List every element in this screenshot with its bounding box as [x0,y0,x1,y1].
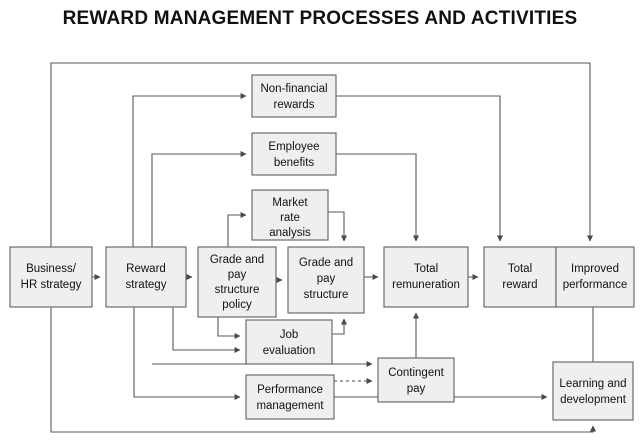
node-total-remuneration[interactable]: Total remuneration [383,246,469,308]
node-contingent-pay[interactable]: Contingent pay [377,357,455,403]
node-label-non-financial-rewards-line1: Non-financial [260,83,327,95]
edge-layer [50,62,597,433]
node-layer: Business/ HR strategy Reward strategy Gr… [9,74,635,421]
node-label-learning-development-line2: development [560,394,627,406]
node-label-job-evaluation-line1: Job [280,329,299,341]
node-label-reward-strategy-line2: strategy [126,279,167,291]
page-title: REWARD MANAGEMENT PROCESSES AND ACTIVITI… [62,8,578,29]
node-label-contingent-pay-line2: pay [407,383,426,395]
node-improved-performance[interactable]: Improved performance [555,246,635,308]
node-job-evaluation[interactable]: Job evaluation [245,319,333,365]
node-label-market-rate-analysis-line1: Market [272,197,308,209]
node-employee-benefits[interactable]: Employee benefits [251,132,337,176]
edge-policy-to-market-rate-analysis [227,211,247,247]
node-label-policy-line1: Grade and [210,254,264,266]
node-label-improved-performance-line1: Improved [571,263,619,275]
edge-market-rate-analysis-to-grade-pay-structure [328,211,348,242]
node-total-reward[interactable]: Total reward [483,246,557,308]
node-learning-and-development[interactable]: Learning and development [552,361,634,421]
edge-reward-strategy-to-non-financial-rewards [132,92,247,247]
edge-employee-benefits-to-total-remuneration [336,153,420,242]
node-non-financial-rewards[interactable]: Non-financial rewards [251,74,337,118]
edge-job-evaluation-to-grade-pay-structure [332,318,348,335]
edge-reward-strategy-to-job-evaluation [172,307,241,354]
node-label-job-evaluation-line2: evaluation [263,345,315,357]
node-label-grade-pay-structure-line2: pay [317,273,336,285]
node-label-improved-performance-line2: performance [563,279,628,291]
node-label-business-hr-strategy-line1: Business/ [26,263,77,275]
node-label-reward-strategy-line1: Reward [126,263,166,275]
node-label-policy-line3: structure [215,284,260,296]
node-label-learning-development-line1: Learning and [559,378,626,390]
node-label-business-hr-strategy-line2: HR strategy [21,279,82,291]
node-label-total-remuneration-line1: Total [414,263,438,275]
node-label-market-rate-analysis-line3: analysis [269,227,311,239]
node-label-total-reward-line1: Total [508,263,532,275]
node-market-rate-analysis[interactable]: Market rate analysis [251,189,329,241]
node-reward-strategy[interactable]: Reward strategy [105,246,187,308]
node-label-performance-management-line1: Performance [257,384,323,396]
node-label-employee-benefits-line2: benefits [274,157,315,169]
node-grade-pay-structure[interactable]: Grade and pay structure [287,246,365,314]
edge-policy-to-job-evaluation [217,317,241,340]
node-performance-management[interactable]: Performance management [245,374,335,420]
node-label-grade-pay-structure-line3: structure [304,289,349,301]
node-business-hr-strategy[interactable]: Business/ HR strategy [9,246,93,308]
node-label-non-financial-rewards-line2: rewards [274,99,315,111]
node-label-employee-benefits-line1: Employee [268,141,319,153]
node-label-policy-line2: pay [228,269,247,281]
edge-business-to-improved-performance [50,62,594,247]
node-label-grade-pay-structure-line1: Grade and [299,257,353,269]
edge-reward-strategy-to-performance-management [133,307,241,401]
edge-reward-strategy-to-employee-benefits [151,150,247,247]
node-label-policy-line4: policy [222,299,252,311]
edge-non-financial-rewards-to-total-reward [336,95,504,242]
node-label-total-reward-line2: reward [502,279,537,291]
node-label-market-rate-analysis-line2: rate [280,212,300,224]
node-label-total-remuneration-line2: remuneration [392,279,460,291]
node-label-contingent-pay-line1: Contingent [388,367,444,379]
edge-outer-bottom-feedback-loop [50,307,597,433]
node-label-performance-management-line2: management [256,400,324,412]
node-grade-pay-structure-policy[interactable]: Grade and pay structure policy [197,246,277,318]
